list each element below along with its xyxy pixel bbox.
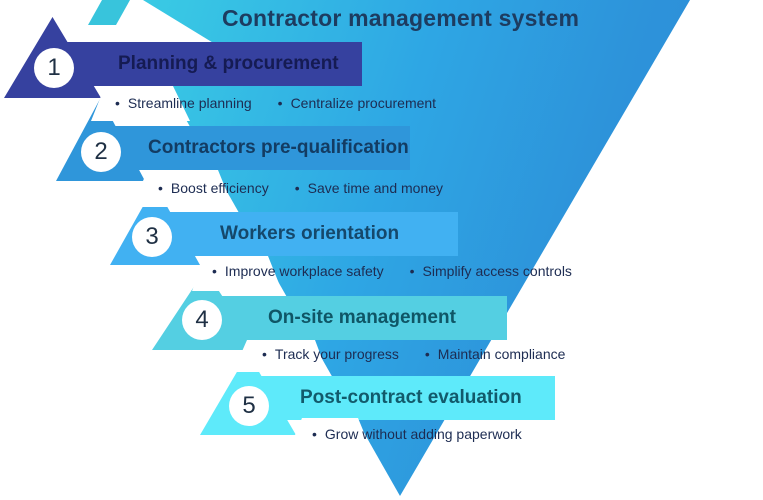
- bullet-dot: •: [312, 426, 317, 442]
- step2-bar: [88, 126, 410, 170]
- bullet-item: • Save time and money: [295, 180, 443, 196]
- step5-bullets: • Grow without adding paperwork: [312, 426, 522, 442]
- page-title: Contractor management system: [222, 5, 580, 31]
- bullet-label: Maintain compliance: [437, 346, 566, 362]
- step1-title: Planning & procurement: [118, 53, 339, 74]
- step1-number: 1: [47, 54, 61, 81]
- bullet-item: • Boost efficiency: [158, 180, 269, 196]
- bullet-item: • Centralize procurement: [278, 95, 436, 111]
- step1-bullet-strip: [91, 86, 190, 121]
- step2-number: 2: [94, 138, 108, 165]
- step5-number-badge: 5: [229, 386, 269, 426]
- bullet-dot: •: [424, 346, 430, 362]
- step5-bar: [236, 376, 555, 420]
- step3-number: 3: [145, 223, 159, 250]
- bullet-dot: •: [262, 346, 267, 362]
- step4-number: 4: [195, 306, 209, 333]
- bullet-dot: •: [212, 263, 217, 279]
- bullet-item: • Maintain compliance: [425, 346, 566, 362]
- bullet-label: Grow without adding paperwork: [324, 426, 522, 442]
- step4-bullet-strip: [233, 340, 327, 372]
- step4-bullets: • Track your progress • Maintain complia…: [262, 346, 565, 362]
- step1-bullets: • Streamline planning • Centralize procu…: [115, 95, 436, 111]
- step2-bullet-strip: [131, 170, 233, 207]
- bullet-label: Track your progress: [274, 346, 399, 362]
- step2-number-badge: 2: [81, 132, 121, 172]
- bullet-label: Save time and money: [307, 180, 444, 196]
- bullet-label: Boost efficiency: [170, 180, 269, 196]
- bullet-dot: •: [277, 95, 283, 111]
- step3-title: Workers orientation: [220, 223, 400, 244]
- bullet-dot: •: [294, 180, 300, 196]
- step3-bullet-strip: [192, 256, 282, 291]
- step5-bullet-strip: [288, 418, 372, 452]
- step3-bar: [140, 212, 458, 256]
- bullet-label: Centralize procurement: [290, 95, 437, 111]
- bullet-dot: •: [115, 95, 120, 111]
- bullet-label: Simplify access controls: [422, 263, 572, 279]
- step2-title: Contractors pre-qualification: [148, 137, 409, 158]
- step1-number-badge: 1: [34, 48, 74, 88]
- step4-bar: [190, 296, 507, 340]
- bullet-item: • Simplify access controls: [410, 263, 572, 279]
- step4-number-badge: 4: [182, 300, 222, 340]
- bullet-item: • Improve workplace safety: [212, 263, 384, 279]
- bullet-item: • Streamline planning: [115, 95, 252, 111]
- step5-title: Post-contract evaluation: [300, 387, 522, 408]
- bullet-label: Streamline planning: [127, 95, 252, 111]
- step5-number: 5: [242, 392, 256, 419]
- bullet-label: Improve workplace safety: [224, 263, 384, 279]
- step1-bar: [40, 42, 362, 86]
- step3-bullets: • Improve workplace safety • Simplify ac…: [212, 263, 572, 279]
- step3-number-badge: 3: [132, 217, 172, 257]
- bullet-item: • Grow without adding paperwork: [312, 426, 522, 442]
- step4-title: On-site management: [268, 307, 456, 328]
- bullet-dot: •: [158, 180, 163, 196]
- bullet-dot: •: [409, 263, 415, 279]
- bullet-item: • Track your progress: [262, 346, 399, 362]
- step2-bullets: • Boost efficiency • Save time and money: [158, 180, 443, 196]
